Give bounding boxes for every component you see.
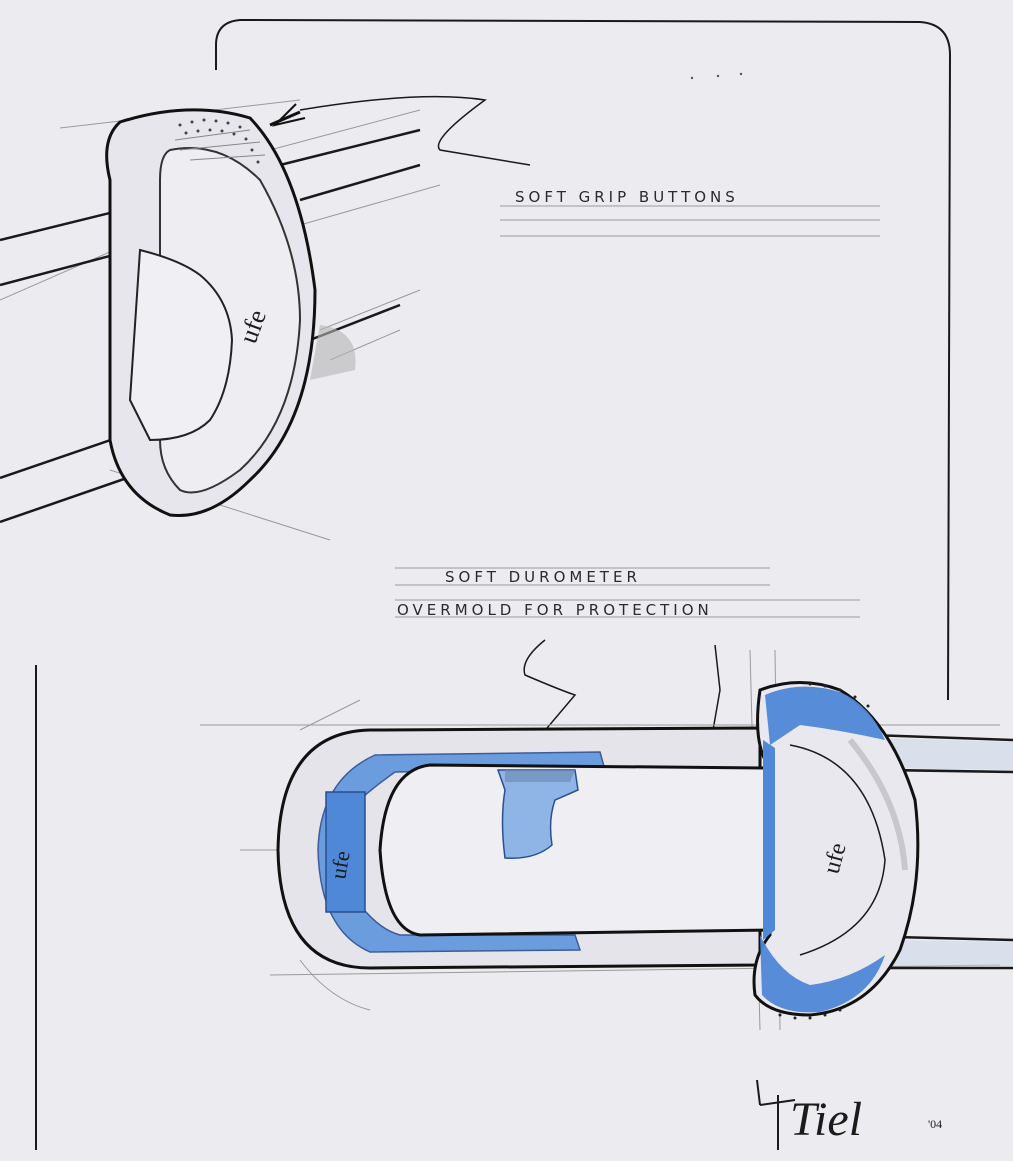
signature: Tiel '04 — [756, 1079, 942, 1150]
grip-button-sketch: ufe — [0, 95, 531, 541]
callout-overmold: OVERMOLD FOR PROTECTION — [397, 601, 713, 619]
cap-grip-dots — [778, 682, 870, 1020]
overmold-clip-sketch: ufe ufe — [200, 649, 1013, 1031]
logo-mark-left: ufe — [325, 849, 354, 881]
frame-lines — [35, 18, 952, 1150]
signature-name: Tiel — [790, 1093, 862, 1146]
bottom-callout: SOFT DUROMETER OVERMOLD FOR PROTECTION — [395, 567, 860, 841]
top-callout: SOFT GRIP BUTTONS — [500, 188, 880, 237]
callout-soft-grip-buttons: SOFT GRIP BUTTONS — [515, 188, 739, 206]
signature-year: '04 — [928, 1117, 942, 1131]
dust-specks — [690, 72, 743, 80]
callout-soft-durometer: SOFT DUROMETER — [445, 568, 641, 586]
grip-dots — [178, 118, 260, 164]
